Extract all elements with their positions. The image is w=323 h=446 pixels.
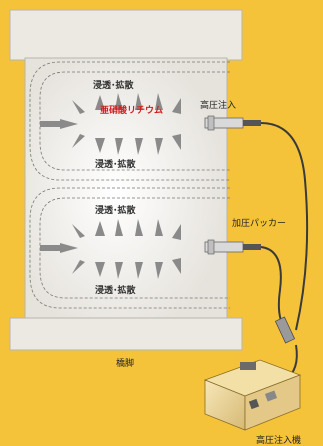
hose-connector <box>274 316 296 344</box>
injection-machine-label: 高圧注入機 <box>256 436 302 446</box>
injection-hoses <box>260 122 309 381</box>
lower-top-penetration-label: 浸透･拡散 <box>95 206 136 216</box>
lithium-nitrite-label: 亜硝酸リチウム <box>100 106 164 116</box>
pier-column <box>9 9 243 351</box>
pier-label: 橋脚 <box>116 359 135 369</box>
lower-diffusion-arrows <box>40 219 181 279</box>
injection-machine <box>203 359 302 431</box>
upper-bottom-penetration-label: 浸透･拡散 <box>95 160 136 170</box>
lower-bottom-penetration-label: 浸透･拡散 <box>95 286 136 296</box>
upper-zone-outline <box>29 61 230 181</box>
upper-diffusion-arrows <box>40 93 181 155</box>
high-pressure-injection-label: 高圧注入 <box>200 101 237 111</box>
pressure-packer-label: 加圧パッカー <box>232 219 287 229</box>
lower-injection-nozzle <box>204 239 261 255</box>
upper-top-penetration-label: 浸透･拡散 <box>93 81 134 91</box>
lower-zone-outline <box>29 187 230 309</box>
upper-injection-nozzle <box>204 115 261 131</box>
